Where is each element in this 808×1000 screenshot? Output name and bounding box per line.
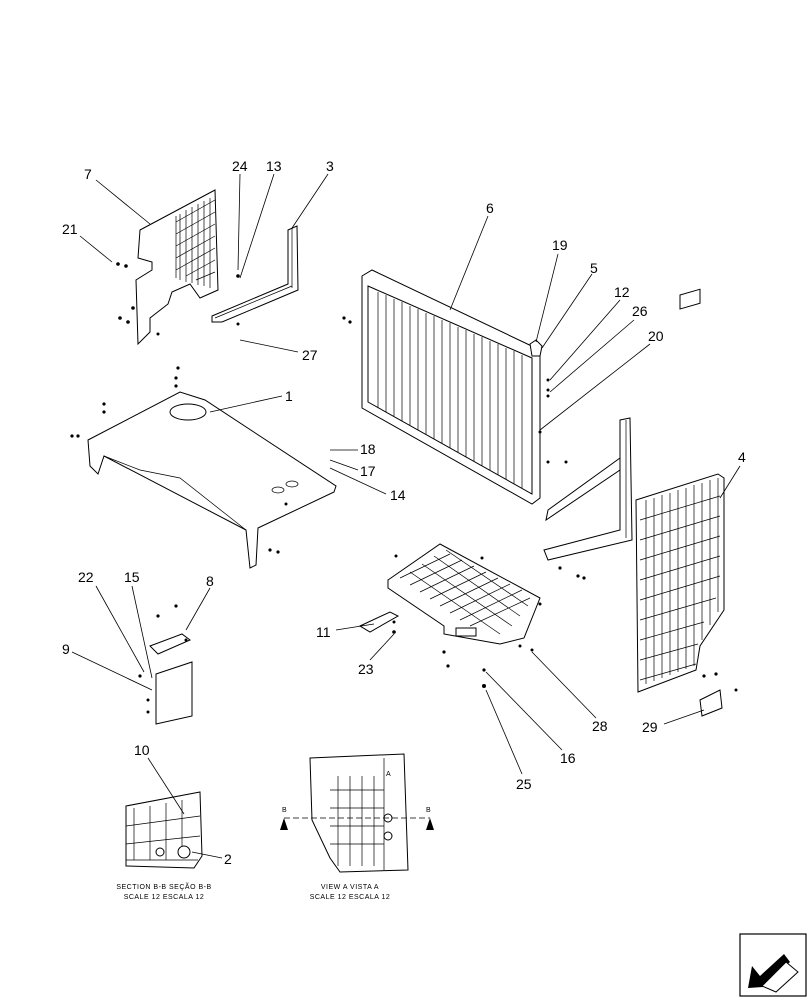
callout-3: 3: [326, 158, 334, 174]
callout-6: 6: [486, 200, 494, 216]
callout-labels: 7 21 24 13 3 27 6 19 5 12 26 20 1 18 17 …: [62, 158, 746, 867]
view-tag-b-right: B: [426, 807, 431, 814]
callout-14: 14: [390, 487, 406, 503]
section-caption-line1: SECTION B-B SEÇÃO B-B: [116, 882, 211, 891]
view-caption-line2: SCALE 12 ESCALA 12: [310, 894, 391, 901]
view-tag-a: A: [386, 771, 391, 778]
part-5-clip[interactable]: [529, 339, 550, 434]
callout-28: 28: [592, 718, 608, 734]
callout-12: 12: [614, 284, 630, 300]
callout-19: 19: [552, 237, 568, 253]
next-page-arrow-icon[interactable]: [739, 933, 807, 997]
section-caption-line2: SCALE 12 ESCALA 12: [124, 894, 205, 901]
part-7-side-screen[interactable]: [116, 189, 219, 346]
part-4-side-screen[interactable]: [635, 288, 725, 693]
callout-16: 16: [560, 750, 576, 766]
part-6-grille-frame[interactable]: [342, 269, 541, 505]
callout-4: 4: [738, 449, 746, 465]
callout-7: 7: [84, 166, 92, 182]
part-29-bracket[interactable]: [699, 672, 738, 717]
callout-18: 18: [360, 441, 376, 457]
callout-13: 13: [266, 158, 282, 174]
view-caption-line1: VIEW A VISTA A: [321, 884, 379, 891]
callout-22: 22: [78, 569, 94, 585]
view-tag-b-left: B: [282, 807, 287, 814]
part-11-bracket[interactable]: [358, 611, 400, 634]
part-floor-screen[interactable]: [387, 543, 542, 652]
callout-29: 29: [642, 719, 658, 735]
view-a-detail: A B B VIEW A VISTA A SCALE 12 ESCALA 12: [280, 753, 434, 901]
callout-17: 17: [360, 463, 376, 479]
callout-20: 20: [648, 328, 664, 344]
callout-11: 11: [316, 624, 331, 640]
callout-25: 25: [516, 776, 532, 792]
section-b-b-view: SECTION B-B SEÇÃO B-B SCALE 12 ESCALA 12: [116, 791, 211, 901]
part-3-bracket[interactable]: [211, 225, 299, 326]
callout-8: 8: [206, 573, 214, 589]
part-8-bracket[interactable]: [149, 604, 191, 655]
callout-10: 10: [134, 742, 150, 758]
part-floor-hardware[interactable]: [442, 650, 486, 688]
callout-1: 1: [285, 388, 293, 404]
callout-21: 21: [62, 221, 78, 237]
callout-24: 24: [232, 158, 248, 174]
callout-5: 5: [590, 260, 598, 276]
part-9-plate[interactable]: [138, 661, 193, 725]
callout-23: 23: [358, 661, 374, 677]
callout-2: 2: [224, 851, 232, 867]
part-right-bracket[interactable]: [543, 417, 633, 580]
part-1-base-plate[interactable]: [70, 366, 337, 569]
callout-9: 9: [62, 641, 70, 657]
callout-26: 26: [632, 303, 648, 319]
callout-15: 15: [124, 569, 140, 585]
leader-lines: [71, 173, 741, 859]
callout-27: 27: [302, 347, 318, 363]
